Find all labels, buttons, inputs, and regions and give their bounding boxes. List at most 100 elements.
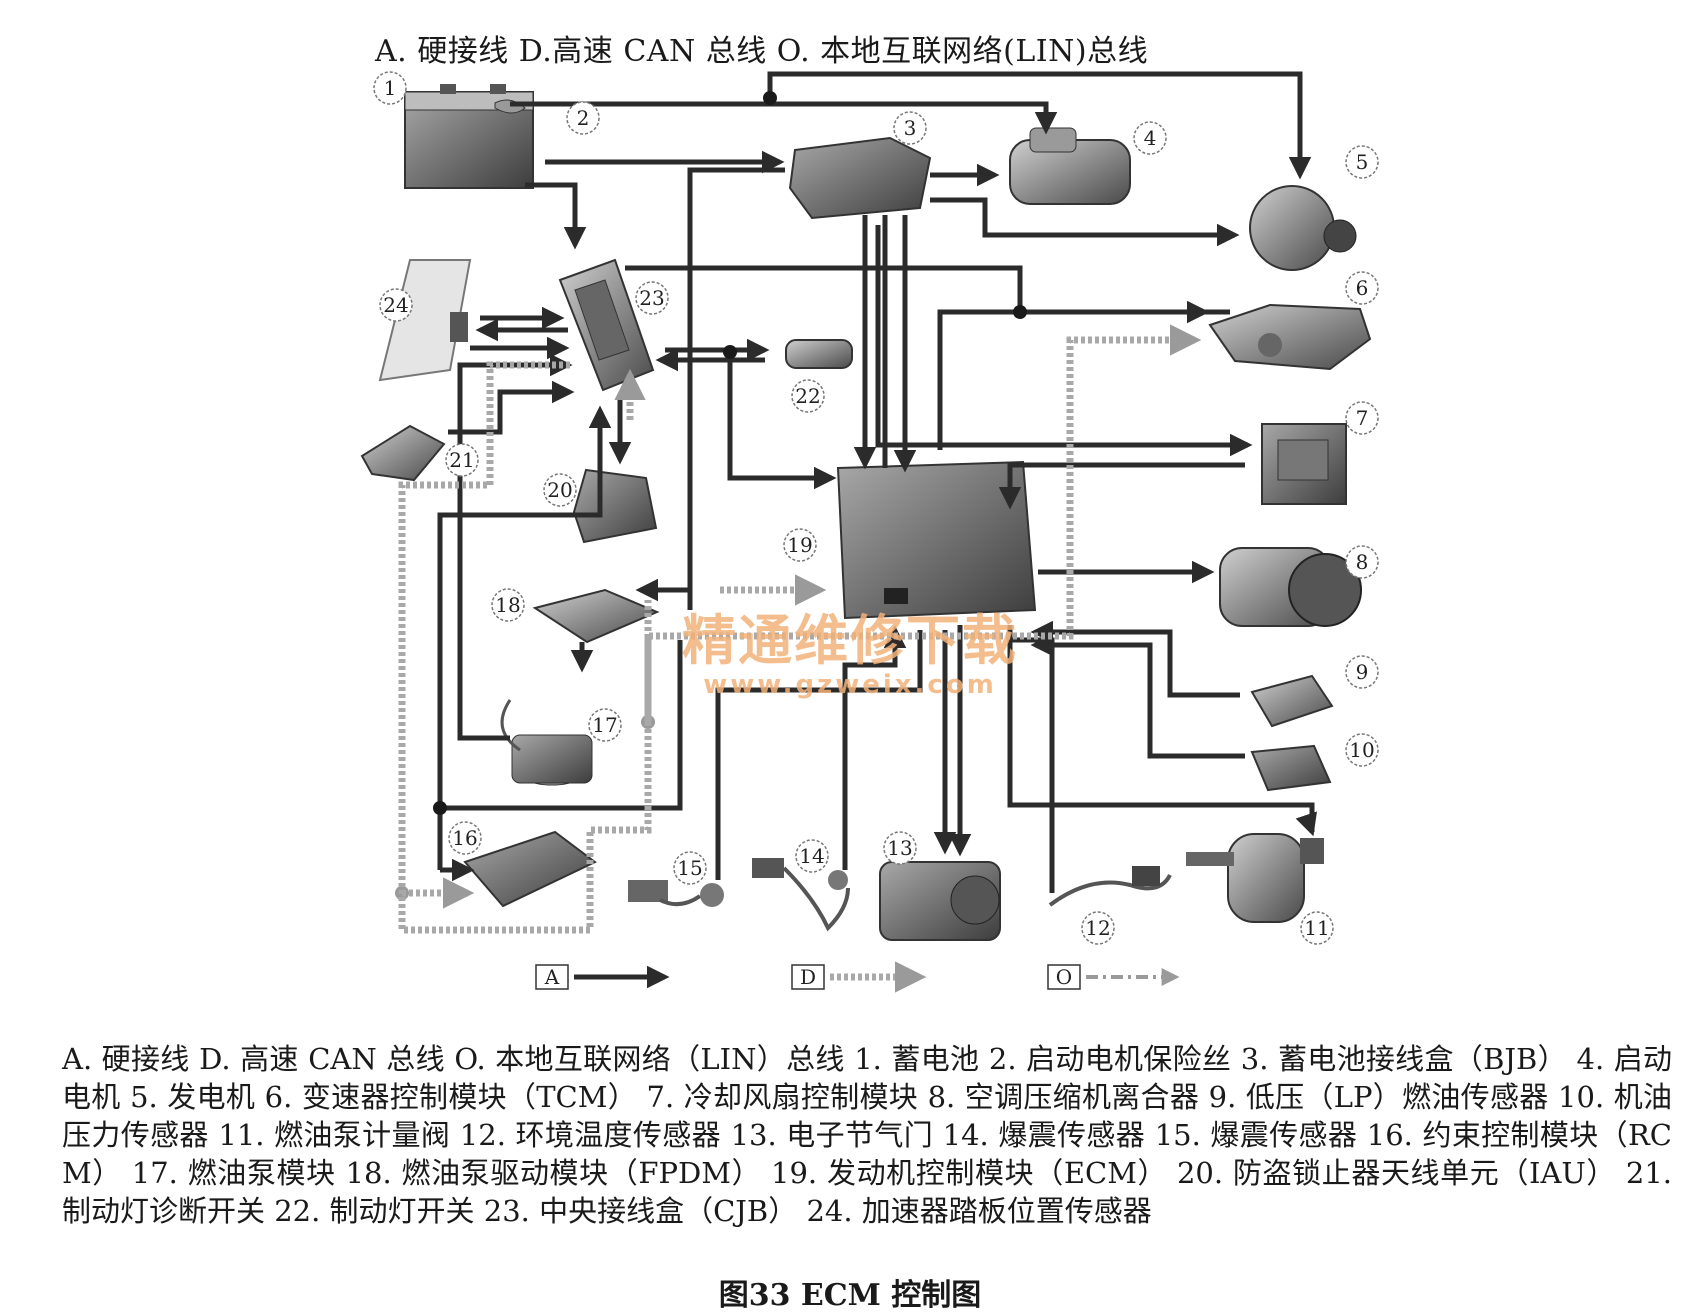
number-text: 17 bbox=[592, 713, 617, 737]
watermark-cn: 精通维修下载 bbox=[682, 608, 1018, 672]
number-text: 4 bbox=[1144, 126, 1157, 150]
component-16-rcm bbox=[463, 830, 597, 908]
number-circle bbox=[883, 831, 917, 865]
number-label-4: 4 bbox=[1133, 121, 1167, 155]
figure-caption: A. 硬接线 D. 高速 CAN 总线 O. 本地互联网络（LIN）总线 1. … bbox=[62, 1042, 1672, 1228]
number-text: 16 bbox=[452, 826, 477, 850]
number-circle bbox=[795, 839, 829, 873]
component-19-ecm bbox=[836, 460, 1037, 620]
number-label-21: 21 bbox=[445, 443, 479, 477]
component-15-knock-sensor bbox=[628, 880, 724, 907]
number-label-13: 13 bbox=[883, 831, 917, 865]
component-10-oil-pressure-sensor bbox=[1250, 744, 1332, 792]
legend-key-a-letter: A bbox=[544, 965, 560, 989]
number-label-8: 8 bbox=[1345, 545, 1379, 579]
number-text: 11 bbox=[1304, 916, 1329, 940]
line-legend: A D O bbox=[535, 961, 1180, 993]
number-label-10: 10 bbox=[1345, 733, 1379, 767]
number-circle bbox=[379, 288, 413, 322]
legend-key-o-letter: O bbox=[1056, 965, 1072, 989]
number-text: 10 bbox=[1349, 738, 1374, 762]
number-circle bbox=[1345, 545, 1379, 579]
watermark-url: www.gzweix.com bbox=[703, 670, 997, 700]
component-14-knock-sensor bbox=[752, 858, 850, 932]
number-circle bbox=[791, 379, 825, 413]
number-circle bbox=[635, 281, 669, 315]
legend-key-d-letter: D bbox=[800, 965, 816, 989]
number-circle bbox=[1300, 911, 1334, 945]
number-circle bbox=[445, 443, 479, 477]
component-23-cjb bbox=[558, 258, 655, 392]
number-text: 23 bbox=[639, 286, 664, 310]
number-label-6: 6 bbox=[1345, 271, 1379, 305]
number-label-11: 11 bbox=[1300, 911, 1334, 945]
number-text: 24 bbox=[383, 293, 408, 317]
legend-key-d: D bbox=[791, 961, 927, 993]
number-label-16: 16 bbox=[448, 821, 482, 855]
number-text: 20 bbox=[547, 478, 572, 502]
component-21-brake-diag-switch bbox=[360, 424, 446, 482]
component-4-starter-motor bbox=[1009, 127, 1131, 205]
legend-key-o: O bbox=[1047, 964, 1180, 990]
number-text: 1 bbox=[384, 76, 397, 100]
can-bus-lines bbox=[398, 324, 1202, 934]
component-13-throttle bbox=[879, 861, 1001, 941]
number-label-19: 19 bbox=[783, 528, 817, 562]
number-circle bbox=[491, 588, 525, 622]
number-circle bbox=[566, 101, 600, 135]
number-circle bbox=[783, 528, 817, 562]
number-label-7: 7 bbox=[1345, 401, 1379, 435]
number-circle bbox=[1345, 655, 1379, 689]
number-label-1: 1 bbox=[373, 71, 407, 105]
number-text: 22 bbox=[795, 384, 820, 408]
number-label-23: 23 bbox=[635, 281, 669, 315]
number-text: 3 bbox=[904, 116, 917, 140]
number-text: 6 bbox=[1356, 276, 1369, 300]
number-label-15: 15 bbox=[673, 851, 707, 885]
number-label-24: 24 bbox=[379, 288, 413, 322]
number-label-2: 2 bbox=[566, 101, 600, 135]
number-label-17: 17 bbox=[588, 708, 622, 742]
component-3-bjb bbox=[788, 136, 932, 220]
number-label-12: 12 bbox=[1081, 911, 1115, 945]
number-text: 14 bbox=[799, 844, 824, 868]
component-20-iau bbox=[572, 468, 658, 544]
watermark: 精通维修下载 www.gzweix.com bbox=[670, 610, 1030, 700]
number-circle bbox=[893, 111, 927, 145]
number-text: 5 bbox=[1356, 150, 1369, 174]
number-circle bbox=[1345, 733, 1379, 767]
number-circle bbox=[1081, 911, 1115, 945]
number-text: 12 bbox=[1085, 916, 1110, 940]
number-text: 19 bbox=[787, 533, 812, 557]
header-legend: A. 硬接线 D.高速 CAN 总线 O. 本地互联网络(LIN)总线 bbox=[375, 34, 1149, 69]
number-label-20: 20 bbox=[543, 473, 577, 507]
number-label-18: 18 bbox=[491, 588, 525, 622]
component-8-ac-clutch bbox=[1219, 547, 1362, 627]
component-6-tcm bbox=[1208, 303, 1372, 371]
number-label-22: 22 bbox=[791, 379, 825, 413]
number-circle bbox=[1345, 401, 1379, 435]
number-circle bbox=[1345, 271, 1379, 305]
component-5-alternator bbox=[1249, 185, 1357, 271]
number-text: 7 bbox=[1356, 406, 1369, 430]
component-11-fuel-metering-valve bbox=[1186, 833, 1324, 923]
number-label-9: 9 bbox=[1345, 655, 1379, 689]
number-text: 2 bbox=[577, 106, 590, 130]
number-circle bbox=[448, 821, 482, 855]
number-label-5: 5 bbox=[1345, 145, 1379, 179]
component-9-lp-fuel-sensor bbox=[1250, 674, 1334, 728]
number-text: 9 bbox=[1356, 660, 1369, 684]
number-label-14: 14 bbox=[795, 839, 829, 873]
legend-key-a: A bbox=[535, 964, 670, 990]
component-17-fuel-pump bbox=[500, 699, 593, 786]
number-label-3: 3 bbox=[893, 111, 927, 145]
number-circle bbox=[1345, 145, 1379, 179]
component-1-battery bbox=[404, 84, 534, 189]
number-text: 8 bbox=[1356, 550, 1369, 574]
number-circle bbox=[673, 851, 707, 885]
component-12-ambient-temp-sensor bbox=[1048, 866, 1172, 907]
number-text: 21 bbox=[449, 448, 474, 472]
number-text: 15 bbox=[677, 856, 702, 880]
component-22-brake-switch bbox=[785, 339, 853, 369]
